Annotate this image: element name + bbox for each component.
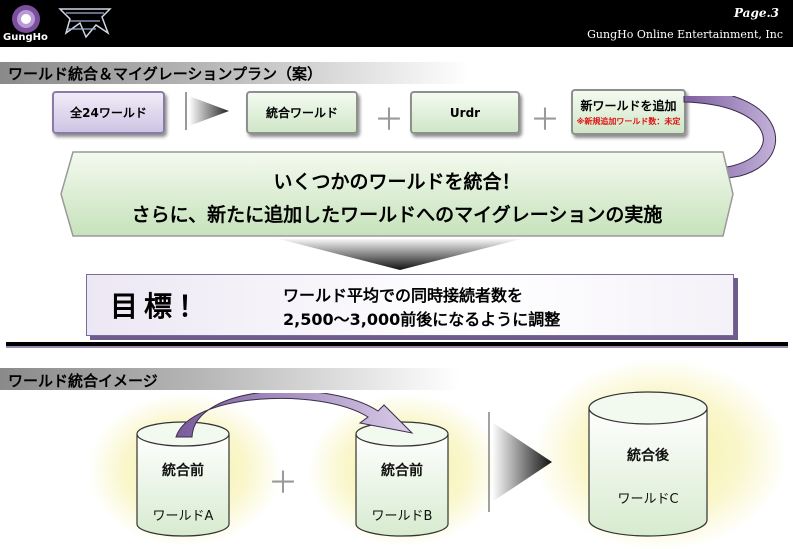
banner-line-1: いくつかのワールドを統合！ [273,171,521,193]
banner-shape [60,151,734,237]
ragnarok-logo [58,8,112,39]
new-world-box: 新ワールドを追加 ※新規追加ワールド数：未定 [571,89,686,135]
plus-sign: ＋ [530,103,560,138]
section-title-plan: ワールド統合＆マイグレーションプラン（案） [8,65,322,83]
all-worlds-label: 全24ワールド [70,106,147,120]
cylinder-b-title: 統合前 [381,463,423,479]
page-number: Page.3 [733,6,779,20]
goal-box [86,274,734,336]
gungho-logo-text: GungHo [3,32,48,43]
merged-world-label: 統合ワールド [265,106,338,120]
section-divider [6,342,788,346]
new-world-note: ※新規追加ワールド数：未定 [576,117,681,126]
arrow-down-icon [275,238,525,270]
urdr-label: Urdr [449,105,481,120]
goal-line-1: ワールド平均での同時接続者数を [283,286,524,305]
cylinder-b [355,421,449,537]
cylinder-c-name: ワールドC [617,492,679,507]
cylinder-a-title: 統合前 [162,463,204,479]
company-name: GungHo Online Entertainment, Inc [587,28,783,41]
goal-line-2: 2,500～3,000前後になるように調整 [283,310,561,329]
banner-line-2: さらに、新たに追加したワールドへのマイグレーションの実施 [131,204,663,226]
plus-sign: ＋ [374,103,404,138]
arrow-right-icon [185,92,229,130]
all-worlds-box: 全24ワールド [52,91,165,134]
cylinder-b-name: ワールドB [371,509,433,524]
merged-world-box: 統合ワールド [246,91,358,134]
goal-label: 目標！ [110,290,213,323]
cylinder-c-title: 統合後 [627,448,669,464]
section-divider-shadow [6,346,788,348]
gungho-logo [12,5,40,33]
urdr-box: Urdr [410,91,520,134]
section-header-bar [0,62,470,84]
arrow-right-icon [488,412,552,512]
cylinder-a-name: ワールドA [152,509,214,524]
section-header-bar [0,368,460,390]
new-world-label: 新ワールドを追加 [580,99,677,113]
cylinder-c [588,391,708,537]
plus-sign: ＋ [268,466,298,501]
header-bar [0,0,793,47]
section-title-image: ワールド統合イメージ [8,372,158,390]
merge-arrow-icon [175,393,414,438]
